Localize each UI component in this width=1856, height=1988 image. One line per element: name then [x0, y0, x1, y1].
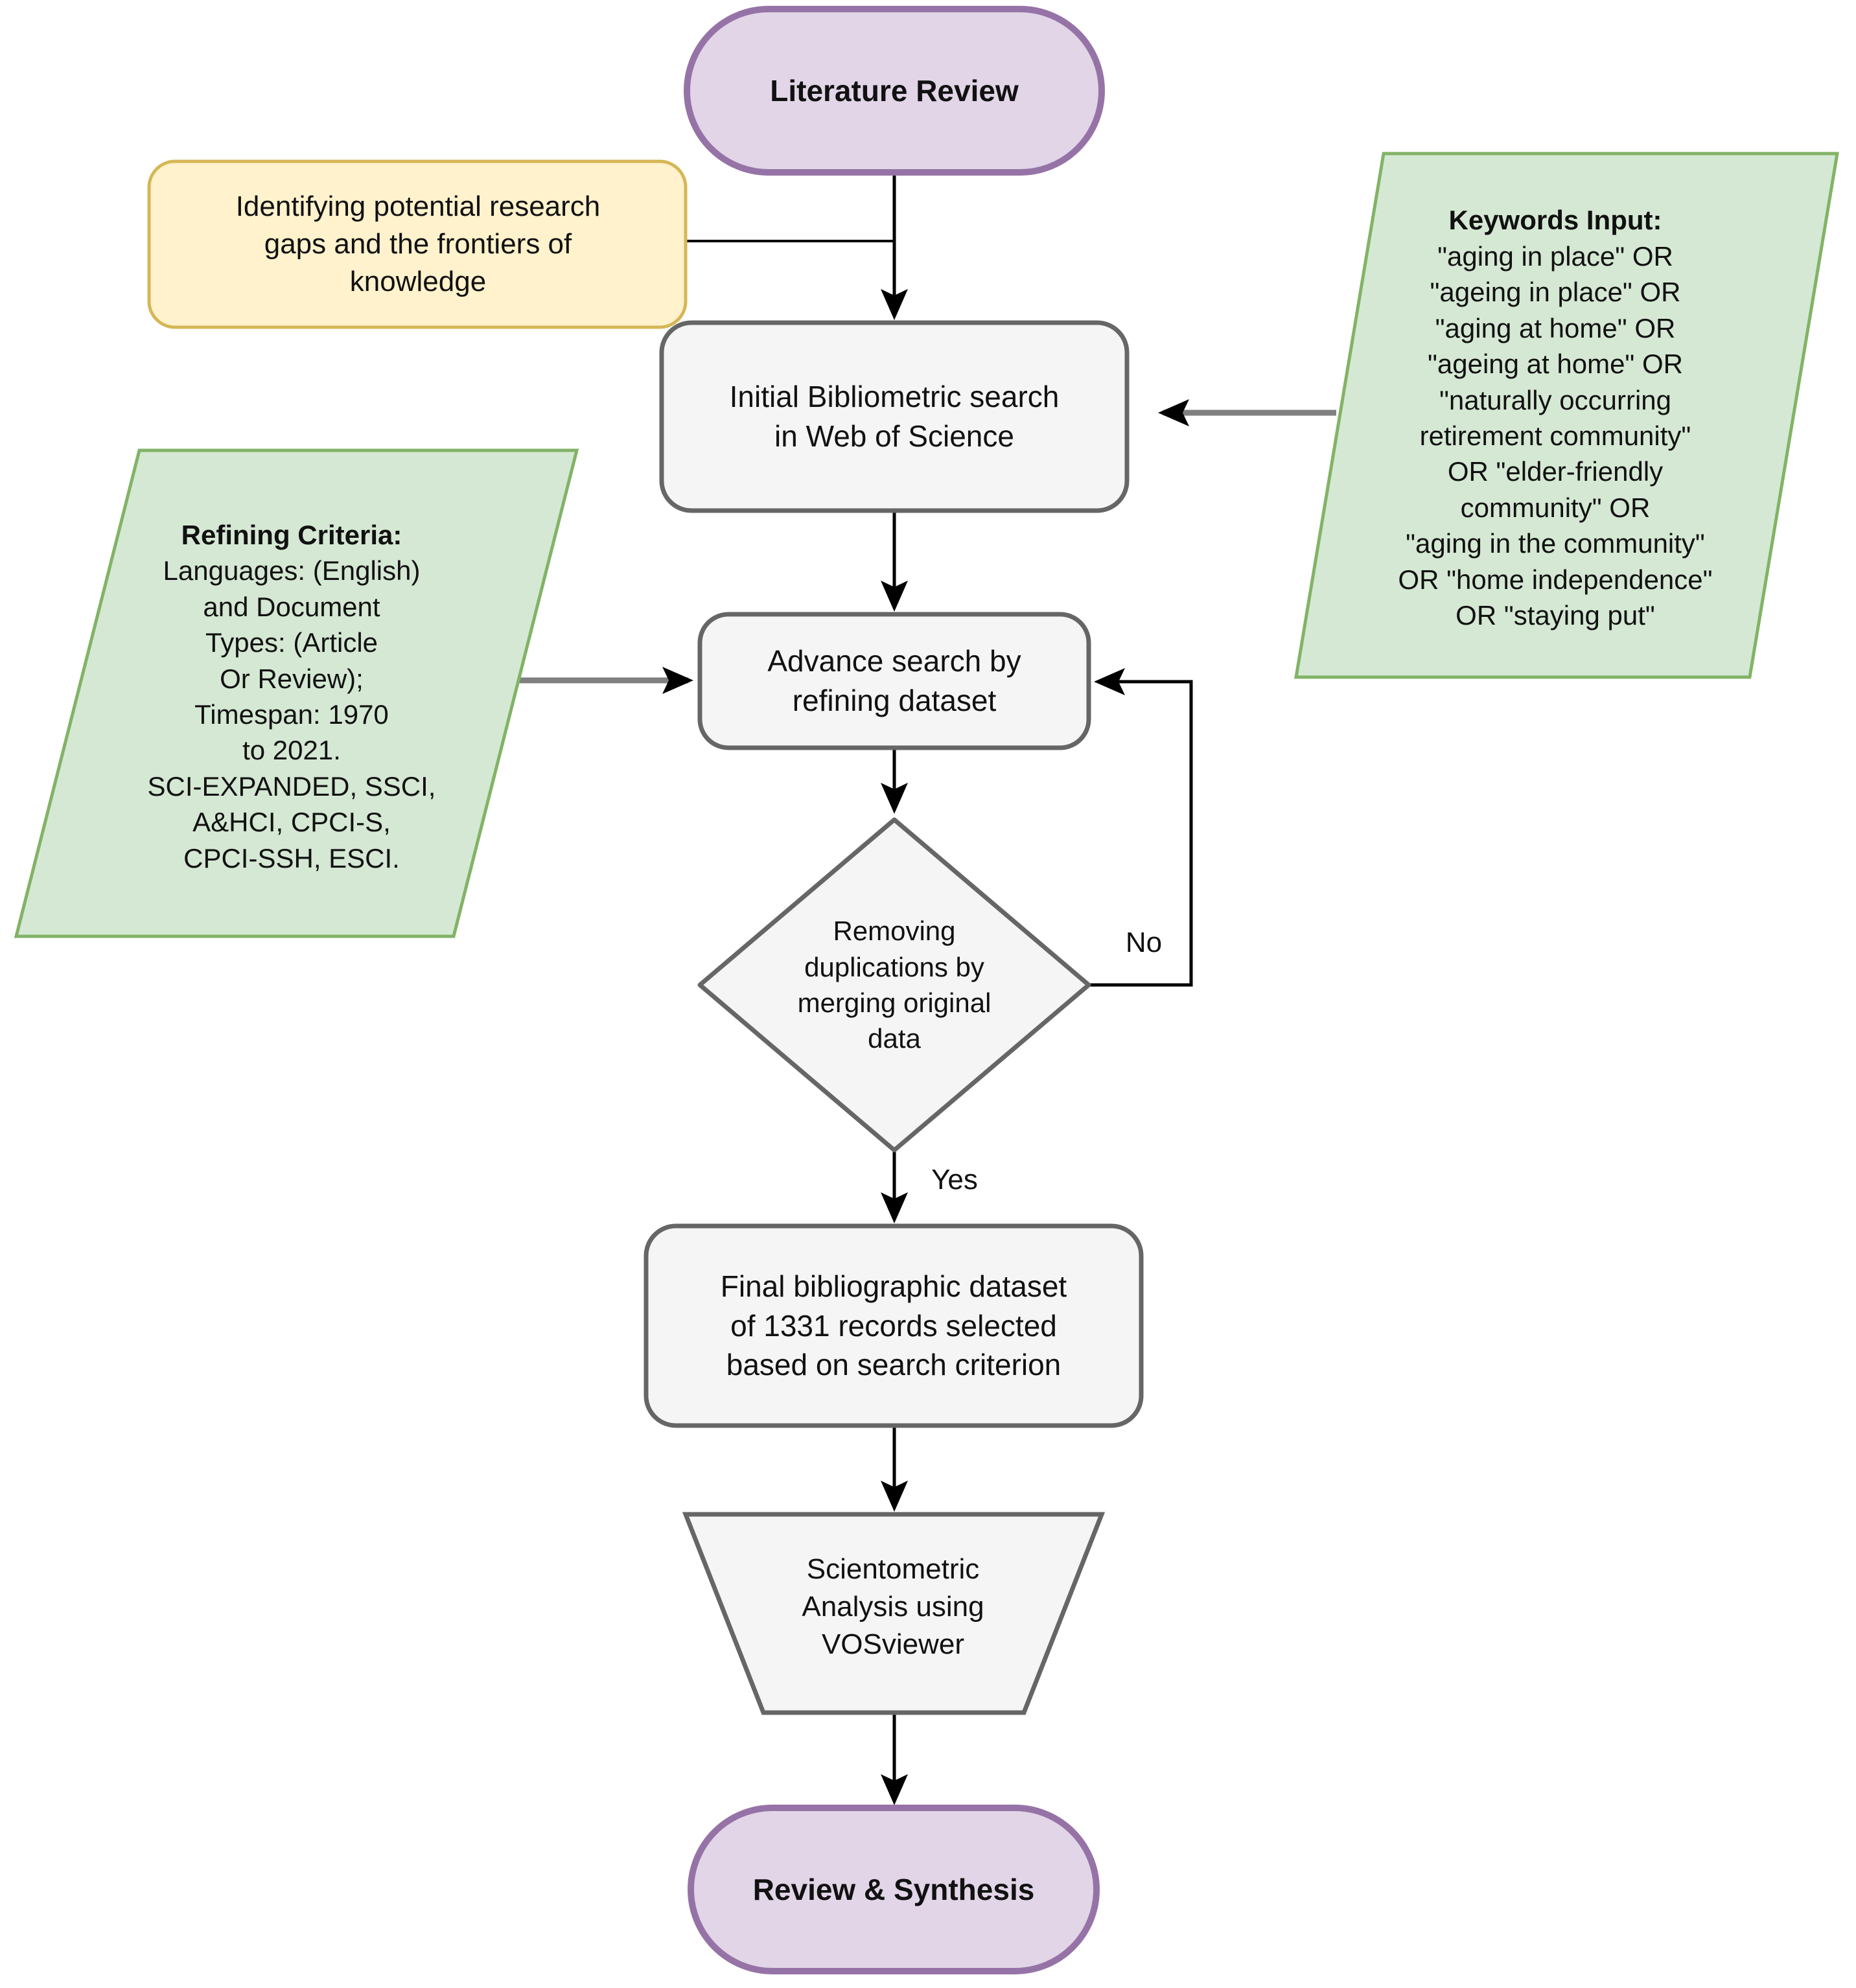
initial-search-label: Initial Bibliometric search in Web of Sc…	[729, 380, 1060, 453]
decision-no-edge-label: No	[1125, 926, 1163, 958]
dedup-decision-label: Removing duplications by merging origina…	[797, 916, 992, 1054]
advance-search-process-shape	[697, 612, 1091, 750]
start-terminator-shape	[684, 6, 1105, 176]
final-dataset-label: Final bibliographic dataset of 1331 reco…	[720, 1269, 1067, 1382]
keywords-parallelogram-text: Keywords Input: "aging in place" OR "age…	[1316, 165, 1795, 671]
end-terminator-label: Review & Synthesis	[752, 1872, 1035, 1906]
gap-note-label: Identifying potential research gaps and …	[235, 190, 601, 298]
arrow-decision-no-loop	[1089, 668, 1193, 987]
analysis-trapezoid-shape	[682, 1512, 1106, 1715]
end-terminator-shape	[688, 1805, 1100, 1974]
final-dataset-process-shape	[644, 1223, 1144, 1428]
gap-note-shape	[147, 159, 688, 329]
decision-yes-edge-label: Yes	[931, 1163, 978, 1196]
refining-parallelogram-shape	[14, 448, 579, 938]
keywords-parallelogram-shape	[1294, 152, 1839, 679]
analysis-trapezoid-label: Scientometric Analysis using VOSviewer	[802, 1553, 984, 1661]
keywords-body: "aging in place" OR "ageing in place" OR…	[1398, 240, 1713, 631]
refining-body: Languages: (English) and Document Types:…	[147, 555, 436, 873]
advance-search-label: Advance search by refining dataset	[767, 644, 1021, 717]
keywords-title: Keywords Input:	[1448, 205, 1662, 236]
refining-title: Refining Criteria:	[181, 519, 402, 550]
dedup-decision-diamond-shape	[697, 817, 1091, 1153]
start-terminator-label: Literature Review	[770, 73, 1019, 108]
initial-search-process-shape	[659, 320, 1130, 513]
refining-parallelogram-text: Refining Criteria: Languages: (English) …	[45, 470, 538, 923]
